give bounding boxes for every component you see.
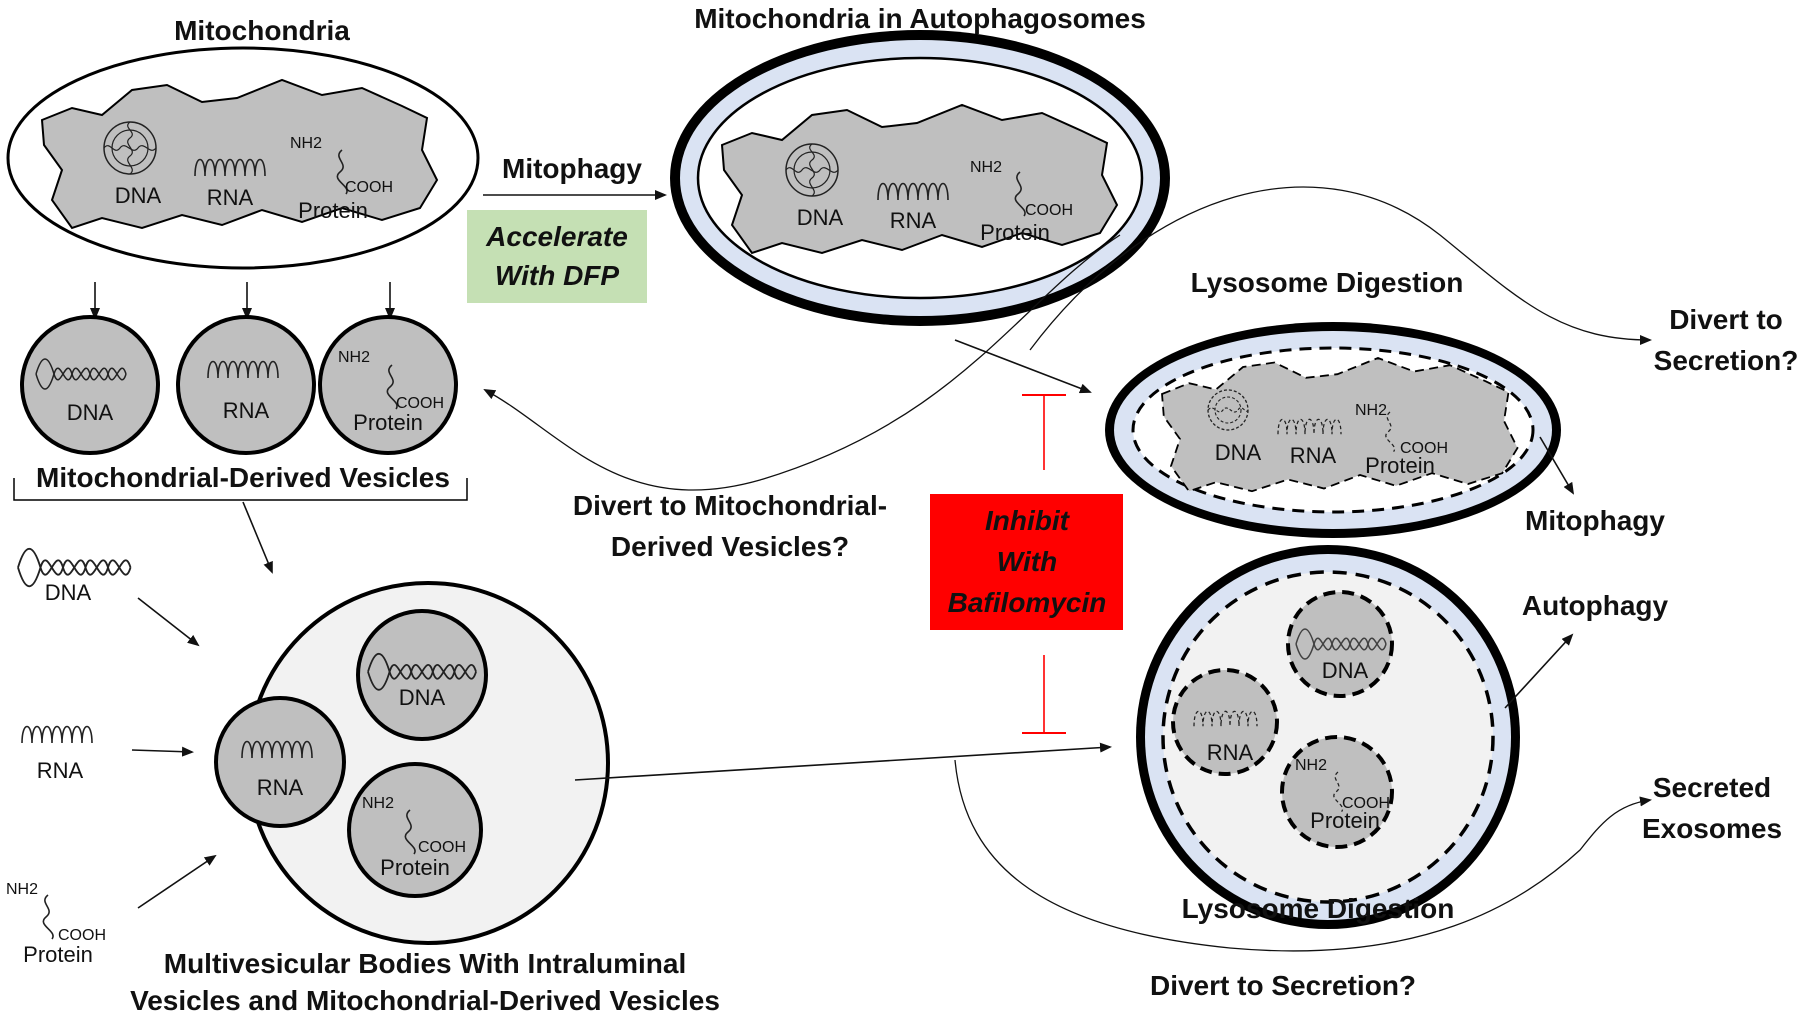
svg-text:Secretion?: Secretion? — [1654, 345, 1799, 376]
accelerate-dfp-box: Accelerate With DFP — [467, 210, 647, 303]
svg-text:NH2: NH2 — [970, 159, 1002, 176]
lysosome-top: DNA RNA NH2 COOH Protein — [1105, 322, 1561, 538]
svg-text:Protein: Protein — [298, 198, 368, 223]
inhibit-bafilomycin-box: Inhibit With Bafilomycin — [930, 494, 1123, 630]
svg-text:RNA: RNA — [223, 398, 270, 423]
mdv-protein: NH2 COOH Protein — [318, 315, 458, 455]
svg-text:RNA: RNA — [257, 775, 304, 800]
svg-text:COOH: COOH — [58, 927, 106, 944]
autophagosome-title: Mitochondria in Autophagosomes — [694, 3, 1146, 34]
divert-secretion-bottom-label: Divert to Secretion? — [1150, 970, 1416, 1001]
svg-text:DNA: DNA — [67, 400, 114, 425]
free-dna: DNA — [17, 547, 132, 605]
lysosome-digestion-top-label: Lysosome Digestion — [1191, 267, 1464, 298]
dna-coil-icon — [785, 143, 839, 197]
multivesicular-body: DNA RNA NH2 COOH Protein — [214, 581, 610, 945]
svg-text:DNA: DNA — [399, 685, 446, 710]
svg-text:Divert to: Divert to — [1669, 304, 1783, 335]
mvb-caption-line1: Multivesicular Bodies With Intraluminal — [164, 948, 687, 979]
svg-text:RNA: RNA — [207, 185, 254, 210]
svg-text:NH2: NH2 — [338, 349, 370, 366]
inhibition-bottom — [1022, 655, 1066, 734]
svg-text:COOH: COOH — [396, 395, 444, 412]
lysosome-digestion-bottom-label: Lysosome Digestion — [1182, 893, 1455, 924]
dna-coil-icon — [103, 121, 157, 175]
svg-text:Protein: Protein — [1310, 808, 1380, 833]
mdv-dna: DNA — [20, 315, 160, 455]
svg-text:DNA: DNA — [115, 183, 162, 208]
svg-text:Protein: Protein — [353, 410, 423, 435]
svg-text:COOH: COOH — [1400, 440, 1448, 457]
mitochondrion: DNA RNA NH2 COOH Protein — [6, 46, 480, 270]
mvb-caption-line2: Vesicles and Mitochondrial-Derived Vesic… — [130, 985, 720, 1015]
svg-text:COOH: COOH — [1342, 795, 1390, 812]
free-rna: RNA — [21, 725, 93, 783]
svg-text:Protein: Protein — [980, 220, 1050, 245]
mdv-bracket — [13, 478, 468, 501]
svg-text:Accelerate: Accelerate — [485, 221, 628, 252]
svg-text:DNA: DNA — [1215, 440, 1262, 465]
svg-text:Secreted: Secreted — [1653, 772, 1771, 803]
svg-text:NH2: NH2 — [1295, 757, 1327, 774]
svg-text:RNA: RNA — [1290, 443, 1337, 468]
mitochondria-title: Mitochondria — [174, 15, 350, 46]
svg-text:DNA: DNA — [1322, 658, 1369, 683]
svg-text:NH2: NH2 — [6, 881, 38, 898]
free-protein: NH2 COOH Protein — [6, 881, 106, 967]
mitophagy-arrow-label: Mitophagy — [502, 153, 642, 184]
svg-text:COOH: COOH — [345, 179, 393, 196]
svg-text:Protein: Protein — [380, 855, 450, 880]
mdv-caption: Mitochondrial-Derived Vesicles — [36, 462, 450, 493]
mitophagy-out-label: Mitophagy — [1525, 505, 1665, 536]
lysosome-bottom: DNA RNA NH2 COOH Protein — [1136, 545, 1520, 929]
svg-text:Derived Vesicles?: Derived Vesicles? — [611, 531, 849, 562]
svg-text:NH2: NH2 — [362, 795, 394, 812]
svg-text:Divert to Mitochondrial-: Divert to Mitochondrial- — [573, 490, 887, 521]
autophagosome-to-lysosome-arrow — [954, 339, 1092, 394]
svg-text:NH2: NH2 — [290, 135, 322, 152]
autophagosome: DNA RNA NH2 COOH Protein — [670, 30, 1170, 326]
svg-text:Protein: Protein — [23, 942, 93, 967]
svg-text:DNA: DNA — [45, 580, 92, 605]
svg-text:With DFP: With DFP — [495, 260, 619, 291]
divert-mdv-curve — [483, 234, 1121, 491]
svg-text:RNA: RNA — [37, 758, 84, 783]
svg-text:With: With — [997, 546, 1057, 577]
svg-text:DNA: DNA — [797, 205, 844, 230]
svg-text:Bafilomycin: Bafilomycin — [948, 587, 1107, 618]
svg-text:Inhibit: Inhibit — [985, 505, 1071, 536]
svg-text:Exosomes: Exosomes — [1642, 813, 1782, 844]
mdv-rna: RNA — [176, 315, 316, 455]
svg-text:COOH: COOH — [1025, 202, 1073, 219]
divert-secretion-bottom-curve — [954, 759, 1652, 952]
svg-text:RNA: RNA — [890, 208, 937, 233]
svg-text:NH2: NH2 — [1355, 402, 1387, 419]
inhibition-top — [1022, 394, 1066, 470]
svg-text:RNA: RNA — [1207, 740, 1254, 765]
autophagy-out-label: Autophagy — [1522, 590, 1669, 621]
svg-text:COOH: COOH — [418, 839, 466, 856]
divert-secretion-top-curve — [1029, 186, 1652, 351]
mvb-to-lysosome-arrow — [574, 742, 1112, 781]
svg-text:Protein: Protein — [1365, 453, 1435, 478]
